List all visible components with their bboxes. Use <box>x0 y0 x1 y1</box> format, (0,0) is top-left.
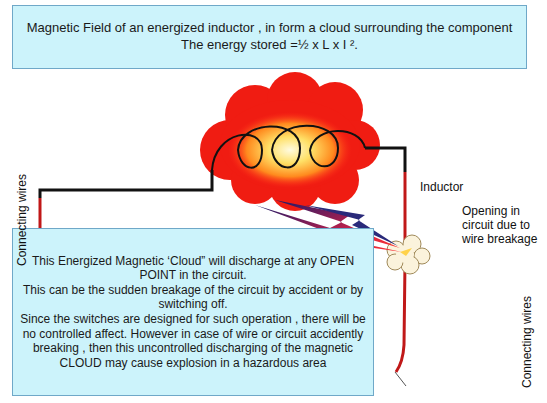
cloud-glow <box>228 112 352 188</box>
note-text: This Energized Magnetic ‘Cloud” will dis… <box>18 254 368 283</box>
title-box: Magnetic Field of an energized inductor … <box>12 5 527 69</box>
inductor-coil <box>212 126 365 170</box>
wire-label: Connecting wires <box>520 296 534 388</box>
formula-text: The energy stored =½ x L x I ². <box>21 37 518 54</box>
magnetic-cloud <box>200 72 380 211</box>
component-label: Inductor <box>420 180 463 194</box>
wire-label: Connecting wires <box>15 174 29 266</box>
break-spark <box>387 235 430 274</box>
note-text: This can be the sudden breakage of the c… <box>18 283 368 312</box>
header-text: Magnetic Field of an energized inductor … <box>21 20 518 37</box>
break-label: Opening in circuit due to wire breakage <box>462 205 542 246</box>
note-text: Since the switches are designed for such… <box>18 312 368 371</box>
note-box: This Energized Magnetic ‘Cloud” will dis… <box>12 228 374 396</box>
